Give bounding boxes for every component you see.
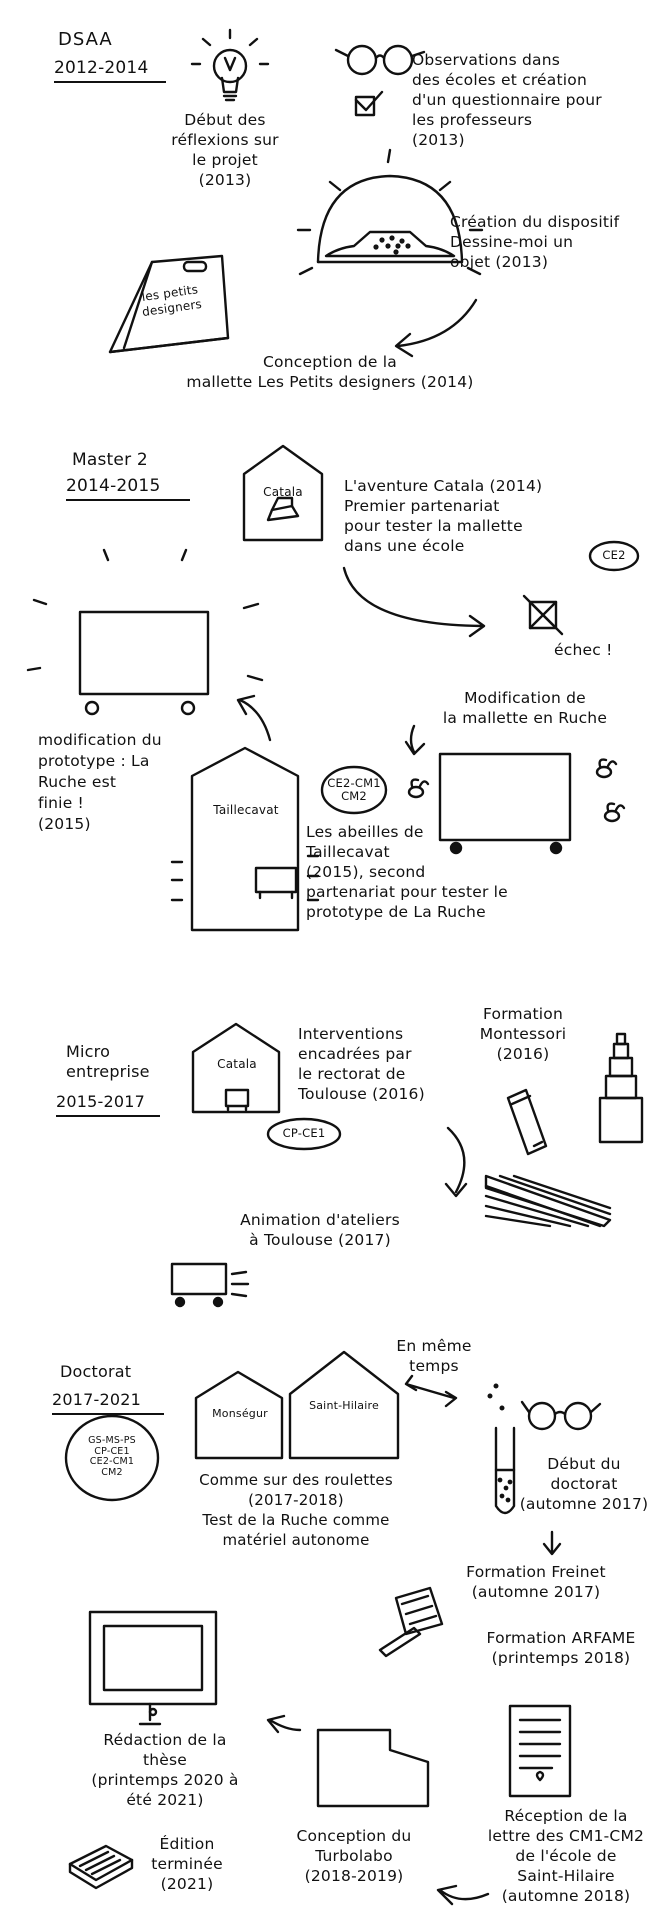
lightbulb-icon (192, 30, 268, 100)
section-gap (0, 940, 672, 964)
text-meme-temps: En même temps (384, 1336, 484, 1376)
checkbox-icon (356, 92, 382, 115)
failed-box-icon (524, 596, 562, 634)
taillecavat-house (172, 748, 318, 930)
text-interventions: Interventions encadrées par le rectorat … (298, 1024, 468, 1104)
book-icon (70, 1846, 132, 1888)
section-gap (0, 1322, 672, 1344)
section-years-dsaa: 2012-2014 (54, 58, 166, 83)
text-debut-doctorat: Début du doctorat (automne 2017) (514, 1454, 654, 1514)
catala-house-micro-label: Catala (202, 1054, 272, 1074)
text-reflexion: Début des réflexions sur le projet (2013… (150, 110, 300, 190)
letter-icon (510, 1706, 570, 1796)
text-reception: Réception de la lettre des CM1-CM2 de l'… (466, 1806, 666, 1906)
section-years-micro: 2015-2017 (56, 1092, 160, 1117)
text-edition: Édition terminée (2021) (132, 1834, 242, 1894)
glasses-icon (336, 46, 424, 74)
arrow-modification (406, 726, 424, 754)
ruche-prototype (28, 550, 262, 714)
text-dispositif: Création du dispositif Dessine-moi un ob… (450, 212, 660, 272)
arrow-meme-temps (406, 1376, 456, 1406)
glasses-doctorat-icon (522, 1402, 600, 1429)
animation-cart (172, 1264, 248, 1306)
test-tube-icon (489, 1385, 514, 1513)
arrow-dispositif (396, 300, 476, 356)
catala-house-label: Catala (254, 482, 312, 502)
arrow-freinet (544, 1532, 560, 1554)
section-title-master: Master 2 (72, 450, 148, 470)
section-title-doctorat: Doctorat (60, 1362, 131, 1382)
levels-tag: GS-MS-PS CP-CE1 CE2-CM1 CM2 (72, 1436, 152, 1478)
text-ruche-finie: modification du prototype : La Ruche est… (38, 730, 188, 835)
section-title-dsaa: DSAA (58, 30, 113, 50)
text-echec: échec ! (554, 640, 654, 660)
turbolabo-drawing (318, 1730, 428, 1806)
text-animation: Animation d'ateliers à Toulouse (2017) (200, 1210, 440, 1250)
taillecavat-house-label: Taillecavat (204, 800, 288, 820)
text-redaction: Rédaction de la thèse (printemps 2020 à … (80, 1730, 250, 1810)
text-mallette: Conception de la mallette Les Petits des… (130, 352, 530, 392)
text-turbolabo: Conception du Turbolabo (2018-2019) (264, 1826, 444, 1886)
text-roulettes: Comme sur des roulettes (2017-2018) Test… (166, 1470, 426, 1550)
monitor-icon (90, 1612, 216, 1724)
text-catala: L'aventure Catala (2014) Premier partena… (344, 476, 614, 556)
arrow-catala (344, 568, 484, 636)
bee-icons (409, 760, 624, 821)
taillecavat-tag: CE2-CM1 CM2 (322, 777, 386, 803)
arrow-redaction (268, 1716, 300, 1732)
section-years-doctorat: 2017-2021 (52, 1390, 164, 1415)
text-montessori: Formation Montessori (2016) (458, 1004, 588, 1064)
text-abeilles: Les abeilles de Taillecavat (2015), seco… (306, 822, 596, 922)
cp-ce1-tag: CP-CE1 (270, 1127, 338, 1140)
paper-pen-icon (380, 1588, 442, 1656)
ce2-tag: CE2 (594, 549, 634, 562)
arrow-interventions (446, 1128, 466, 1196)
arrow-ruche (238, 696, 270, 740)
monsegur-label: Monségur (206, 1408, 274, 1420)
text-freinet: Formation Freinet (automne 2017) (436, 1562, 636, 1602)
text-observations: Observations dans des écoles et création… (412, 50, 652, 150)
sainthilaire-label: Saint-Hilaire (298, 1400, 390, 1412)
text-modification: Modification de la mallette en Ruche (390, 688, 660, 728)
section-title-micro: Micro entreprise (66, 1042, 150, 1082)
text-arfame: Formation ARFAME (printemps 2018) (456, 1628, 666, 1668)
section-years-master: 2014-2015 (66, 476, 190, 501)
